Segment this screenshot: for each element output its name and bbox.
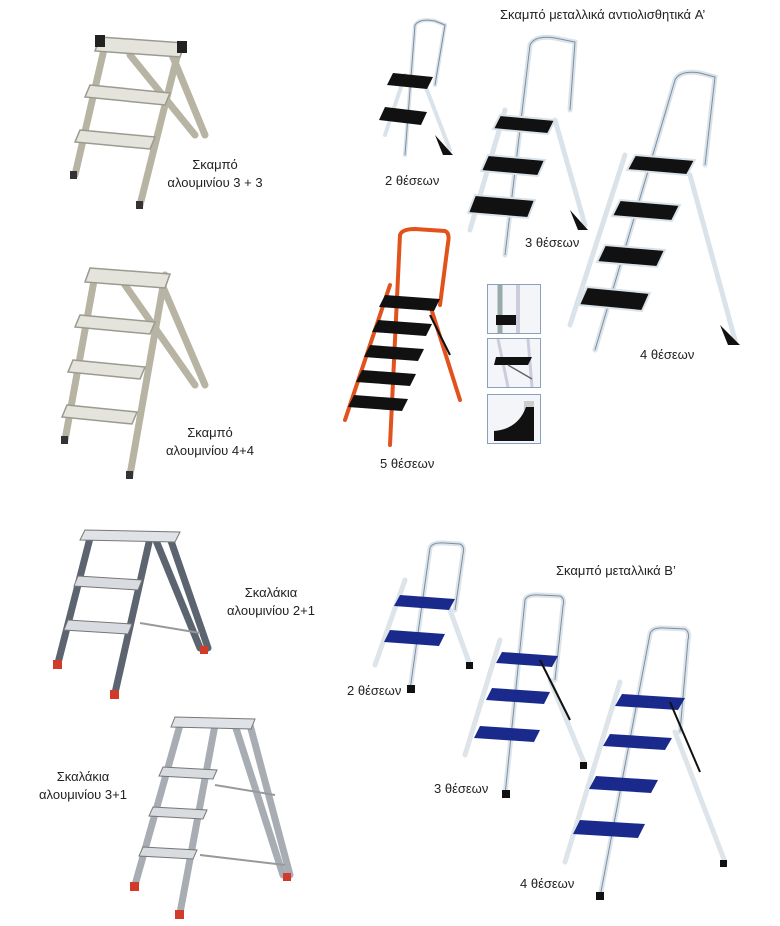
aluminium-ladder-2-1-image — [53, 529, 212, 699]
aluminium-stool-4-4-line2: αλουμινίου 4+4 — [166, 443, 254, 458]
hinge-detail-icon — [496, 285, 520, 333]
detail-inset-foot — [487, 394, 541, 444]
aluminium-stool-4-4-line1: Σκαμπό — [187, 425, 233, 440]
aluminium-ladder-3-1-line2: αλουμινίου 3+1 — [39, 787, 127, 802]
metal-b-2-step-label: 2 θέσεων — [347, 683, 402, 698]
detail-inset-step — [487, 338, 541, 388]
heading-metal-stools-b: Σκαμπό μεταλλικά B’ — [556, 563, 676, 578]
metal-b-3-step-label: 3 θέσεων — [434, 781, 489, 796]
metal-a-2-step-image — [379, 18, 453, 157]
aluminium-ladder-3-1-label: Σκαλάκια αλουμινίου 3+1 — [28, 768, 138, 804]
detail-inset-hinge — [487, 284, 541, 334]
aluminium-ladder-2-1-label: Σκαλάκια αλουμινίου 2+1 — [216, 584, 326, 620]
metal-b-4-step-label: 4 θέσεων — [520, 876, 575, 891]
aluminium-stool-4-4-image — [60, 267, 209, 479]
metal-a-5-step-orange-image — [343, 226, 462, 447]
metal-b-4-step-image — [562, 625, 728, 900]
metal-a-4-step-label: 4 θέσεων — [640, 347, 695, 362]
aluminium-stool-4-4-label: Σκαμπό αλουμινίου 4+4 — [160, 424, 260, 460]
metal-a-4-step-image — [567, 69, 740, 353]
aluminium-ladder-2-1-line2: αλουμινίου 2+1 — [227, 603, 315, 618]
metal-b-3-step-image — [462, 592, 588, 798]
metal-a-5-step-label: 5 θέσεων — [380, 456, 435, 471]
metal-a-3-step-image — [466, 34, 588, 258]
aluminium-ladder-2-1-line1: Σκαλάκια — [244, 585, 298, 600]
aluminium-stool-3-3-label: Σκαμπό αλουμινίου 3 + 3 — [165, 156, 265, 192]
foot-detail-icon — [494, 401, 534, 441]
metal-b-2-step-image — [372, 540, 473, 693]
aluminium-stool-3-3-image — [70, 35, 209, 209]
metal-a-2-step-label: 2 θέσεων — [385, 173, 440, 188]
metal-a-3-step-label: 3 θέσεων — [525, 235, 580, 250]
aluminium-ladder-3-1-line1: Σκαλάκια — [56, 769, 110, 784]
heading-metal-stools-a: Σκαμπό μεταλλικά αντιολισθητικά A’ — [500, 7, 706, 22]
aluminium-ladder-3-1-image — [130, 716, 294, 919]
aluminium-stool-3-3-line1: Σκαμπό — [192, 157, 238, 172]
aluminium-stool-3-3-line2: αλουμινίου 3 + 3 — [167, 175, 263, 190]
step-detail-icon — [494, 338, 534, 388]
